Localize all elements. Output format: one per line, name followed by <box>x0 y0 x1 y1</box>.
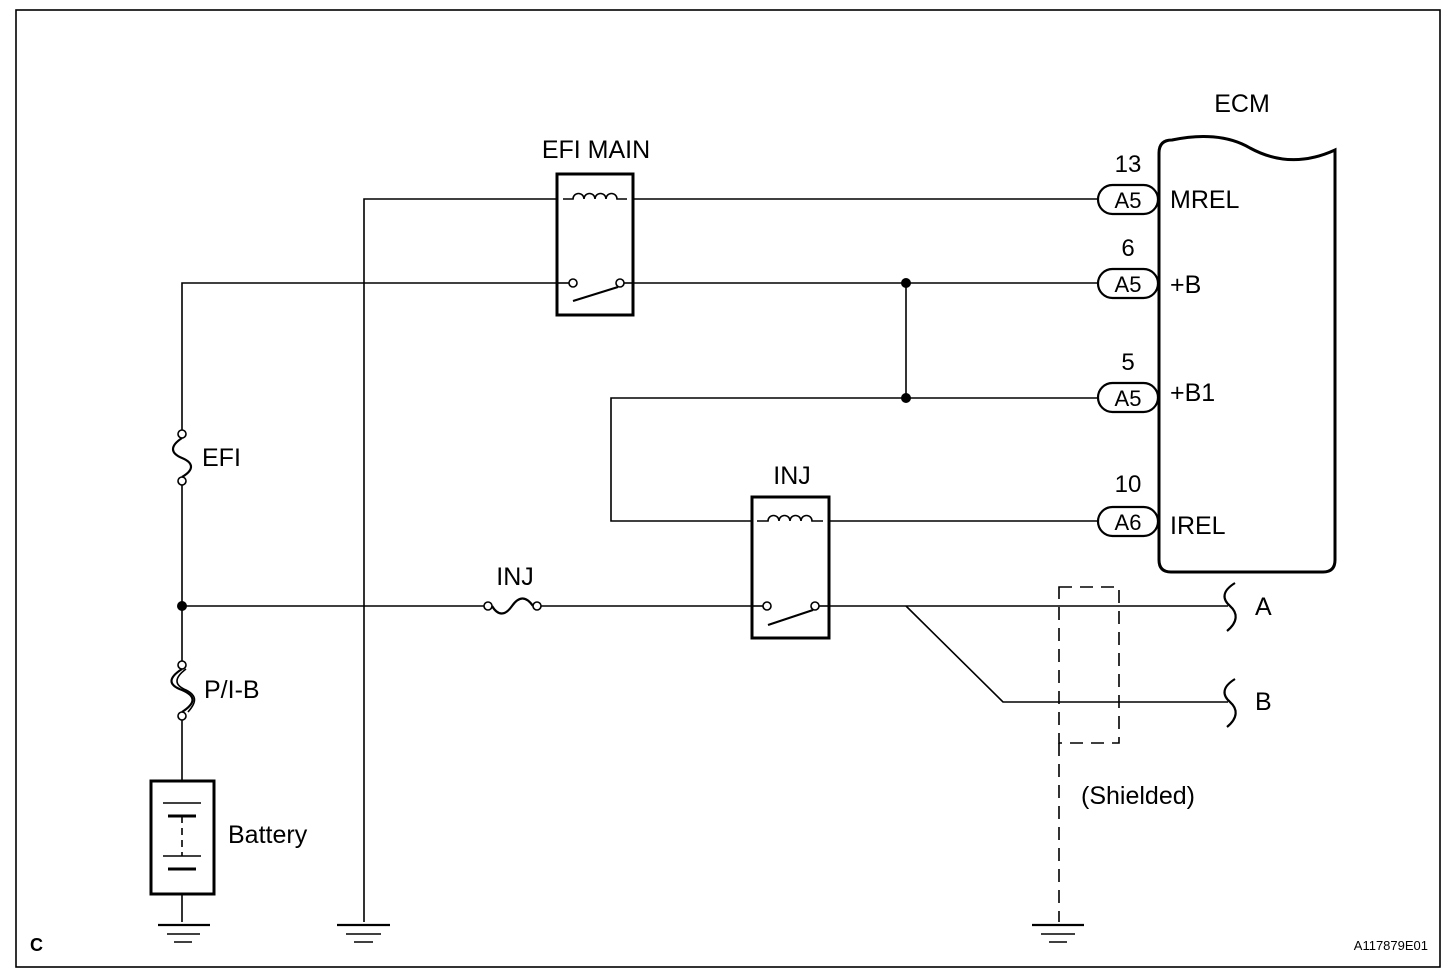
connector-id: A6 <box>1115 510 1142 535</box>
ground-icon <box>1032 923 1084 943</box>
battery-label: Battery <box>228 821 308 849</box>
connector-id: A5 <box>1115 272 1142 297</box>
junction-dot <box>901 278 911 288</box>
relay-contact-terminal <box>762 601 772 611</box>
terminal-name: MREL <box>1170 186 1240 214</box>
connector-pill <box>1096 183 1160 216</box>
ecm-box <box>1157 134 1337 574</box>
relay-switch-arm <box>767 608 814 627</box>
relay-coil-icon <box>757 514 823 522</box>
efi-fuse <box>171 429 193 486</box>
pin-number: 13 <box>1115 151 1142 178</box>
pin-number: 6 <box>1121 235 1134 262</box>
inj-relay <box>750 495 831 640</box>
ecm-terminal-plus-b: A5 6 +B <box>1096 235 1201 300</box>
wires <box>181 198 1228 922</box>
relay-contact-terminal <box>810 601 820 611</box>
terminal-name: IREL <box>1170 512 1226 540</box>
shield-outline <box>1058 586 1120 922</box>
junction-dot <box>901 393 911 403</box>
junction-dot <box>177 601 187 611</box>
relay-switch-arm <box>572 285 619 303</box>
wire-main-coil-ground <box>363 198 558 922</box>
fuse-icon <box>491 597 534 615</box>
ecm-terminal-irel: A6 10 IREL <box>1096 471 1226 540</box>
battery <box>149 779 216 896</box>
output-b-label: B <box>1255 688 1272 716</box>
wire-break-icon <box>1223 678 1237 728</box>
terminal-name: +B <box>1170 271 1201 299</box>
ecm-terminal-plus-b1: A5 5 +B1 <box>1096 349 1215 414</box>
relay-contact-terminal <box>615 278 625 288</box>
ecm-label: ECM <box>1214 90 1270 118</box>
pin-number: 10 <box>1115 471 1142 498</box>
pib-fuse-label: P/I-B <box>204 676 260 704</box>
inj-fuse <box>483 597 542 615</box>
connector-pill <box>1096 267 1160 300</box>
efi-main-relay <box>555 172 635 317</box>
corner-letter: C <box>30 935 43 955</box>
wire-plus-b1 <box>610 397 1098 522</box>
fusible-link-icon <box>170 668 194 713</box>
wire-output-b <box>905 605 1228 703</box>
illustration-code: A117879E01 <box>1354 938 1428 953</box>
connector-id: A5 <box>1115 188 1142 213</box>
diagram-frame <box>15 9 1441 968</box>
fusible-link-icon <box>176 668 196 713</box>
relay-coil-icon <box>563 192 627 200</box>
ground-icon <box>337 923 390 943</box>
fuse-icon <box>171 437 193 478</box>
terminal-name: +B1 <box>1170 379 1215 407</box>
relay-contact-terminal <box>568 278 578 288</box>
ground-icon <box>158 923 210 943</box>
output-a-label: A <box>1255 593 1272 621</box>
shielded-label: (Shielded) <box>1081 782 1195 810</box>
pib-fuse <box>170 660 196 721</box>
connector-pill <box>1096 381 1160 414</box>
efi-fuse-label: EFI <box>202 444 241 472</box>
efi-main-relay-label: EFI MAIN <box>542 136 650 164</box>
ecm-terminal-mrel: A5 13 MREL <box>1096 151 1240 216</box>
pin-number: 5 <box>1121 349 1134 376</box>
wire-efi-bus <box>181 282 558 432</box>
inj-relay-label: INJ <box>773 462 811 490</box>
inj-fuse-label: INJ <box>496 563 534 591</box>
wire-break-icon <box>1223 582 1237 632</box>
connector-pill <box>1096 505 1160 538</box>
connector-id: A5 <box>1115 386 1142 411</box>
